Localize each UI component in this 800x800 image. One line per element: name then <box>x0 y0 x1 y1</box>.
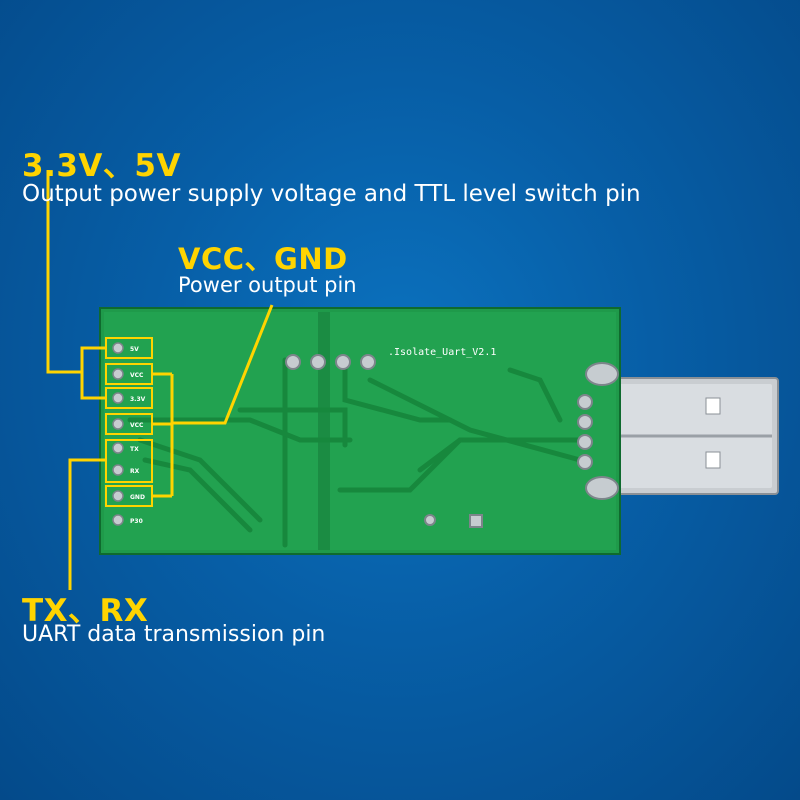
silkscreen-label: .Isolate_Uart_V2.1 <box>388 347 496 358</box>
pin-label: GND <box>130 494 145 501</box>
uart-title: TX、RX <box>22 593 149 629</box>
pin-label: P30 <box>130 518 143 525</box>
pin-label: VCC <box>130 422 144 429</box>
uart-subtitle: UART data transmission pin <box>22 622 326 647</box>
voltage-subtitle: Output power supply voltage and TTL leve… <box>22 181 641 207</box>
pin-label: VCC <box>130 372 144 379</box>
leader-lines <box>46 170 274 590</box>
pin-header: 5V VCC 3.3V VCC TX RX GND P30 <box>112 342 146 526</box>
pcb-board: .Isolate_Uart_V2.1 <box>99 307 621 555</box>
pin-label: 5V <box>130 346 139 353</box>
power-title: VCC、GND <box>178 242 348 276</box>
pin-label: RX <box>130 468 140 475</box>
voltage-title: 3.3V、5V <box>22 148 181 184</box>
power-subtitle: Power output pin <box>178 273 357 297</box>
pin-label: TX <box>130 446 139 453</box>
pin-label: 3.3V <box>130 396 146 403</box>
usb-connector <box>599 370 779 502</box>
